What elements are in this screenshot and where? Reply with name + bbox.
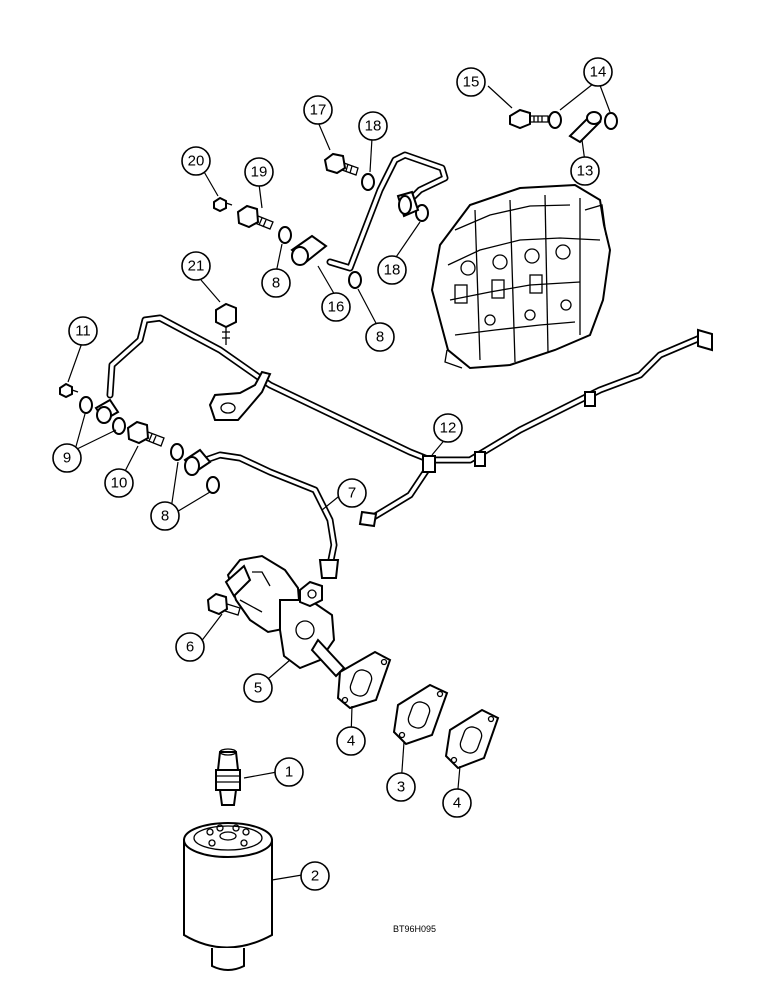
screw-20 xyxy=(213,196,233,213)
callout-16: 16 xyxy=(321,292,351,322)
callout-6: 6 xyxy=(175,632,205,662)
washer-8b xyxy=(348,271,362,289)
callout-20-label: 20 xyxy=(188,153,205,170)
callout-15: 15 xyxy=(456,67,486,97)
washer-9a xyxy=(79,396,93,414)
callout-17: 17 xyxy=(303,95,333,125)
callout-8-lower: 8 xyxy=(150,501,180,531)
bolt-6 xyxy=(206,592,241,616)
callout-14-label: 14 xyxy=(590,64,607,81)
gasket-4a xyxy=(336,650,392,710)
callout-13: 13 xyxy=(570,156,600,186)
callout-3-label: 3 xyxy=(397,779,405,796)
callout-10-label: 10 xyxy=(111,475,128,492)
callout-19-label: 19 xyxy=(251,164,268,181)
callout-21: 21 xyxy=(181,251,211,281)
banjo-bolt-10 xyxy=(126,420,165,447)
callout-12: 12 xyxy=(433,413,463,443)
washer-9b xyxy=(112,417,126,435)
callout-12-label: 12 xyxy=(440,420,457,437)
callout-1: 1 xyxy=(274,757,304,787)
callout-4-right-label: 4 xyxy=(453,795,461,812)
banjo-bolt-17 xyxy=(323,152,359,176)
callout-5-label: 5 xyxy=(254,680,262,697)
washer-18b xyxy=(415,204,429,222)
fuel-return-line-12 xyxy=(94,314,713,528)
callout-6-label: 6 xyxy=(186,639,194,656)
callout-16-label: 16 xyxy=(328,299,345,316)
gasket-3 xyxy=(392,683,449,746)
callout-4-left: 4 xyxy=(336,726,366,756)
washer-18a xyxy=(361,173,375,191)
callout-9: 9 xyxy=(52,443,82,473)
callout-3: 3 xyxy=(386,772,416,802)
fitting-13 xyxy=(568,111,602,144)
figure-code: BT96H095 xyxy=(393,924,436,934)
callout-8-upper-label: 8 xyxy=(272,275,280,292)
callout-8-right: 8 xyxy=(365,322,395,352)
callout-18-upper-label: 18 xyxy=(365,118,382,135)
injection-pump xyxy=(430,183,612,370)
washer-8a xyxy=(278,226,292,244)
callout-1-label: 1 xyxy=(285,764,293,781)
callout-20: 20 xyxy=(181,146,211,176)
callout-15-label: 15 xyxy=(463,74,480,91)
callout-11-label: 11 xyxy=(75,323,91,340)
banjo-bolt-15 xyxy=(509,108,549,130)
callout-8-lower-label: 8 xyxy=(161,508,169,525)
fuel-filter-2 xyxy=(183,822,273,971)
callout-17-label: 17 xyxy=(310,102,327,119)
fuel-line-7 xyxy=(183,448,340,579)
callout-8-right-label: 8 xyxy=(376,329,384,346)
callout-2: 2 xyxy=(300,861,330,891)
washer-8d xyxy=(206,476,220,494)
callout-14: 14 xyxy=(583,57,613,87)
callout-5: 5 xyxy=(243,673,273,703)
callout-18-lower: 18 xyxy=(377,255,407,285)
washer-14a xyxy=(548,111,562,129)
washer-14b xyxy=(604,112,618,130)
callout-7: 7 xyxy=(337,478,367,508)
callout-18-upper: 18 xyxy=(358,111,388,141)
gasket-4b xyxy=(444,708,500,770)
callout-9-label: 9 xyxy=(63,450,71,467)
callout-19: 19 xyxy=(244,157,274,187)
bolt-21 xyxy=(215,302,237,345)
washer-8c xyxy=(170,443,184,461)
screw-11 xyxy=(59,382,79,399)
callout-10: 10 xyxy=(104,468,134,498)
callout-18-lower-label: 18 xyxy=(384,262,401,279)
lift-pump-5 xyxy=(224,554,346,678)
callout-13-label: 13 xyxy=(577,163,594,180)
callout-21-label: 21 xyxy=(188,258,205,275)
callout-4-left-label: 4 xyxy=(347,733,355,750)
fuel-line-16 xyxy=(290,151,449,272)
banjo-bolt-19 xyxy=(236,204,274,230)
callout-8-upper: 8 xyxy=(261,268,291,298)
callout-4-right: 4 xyxy=(442,788,472,818)
callout-7-label: 7 xyxy=(348,485,356,502)
adapter-1 xyxy=(215,748,241,806)
callout-2-label: 2 xyxy=(311,868,319,885)
callout-11: 11 xyxy=(68,316,98,346)
